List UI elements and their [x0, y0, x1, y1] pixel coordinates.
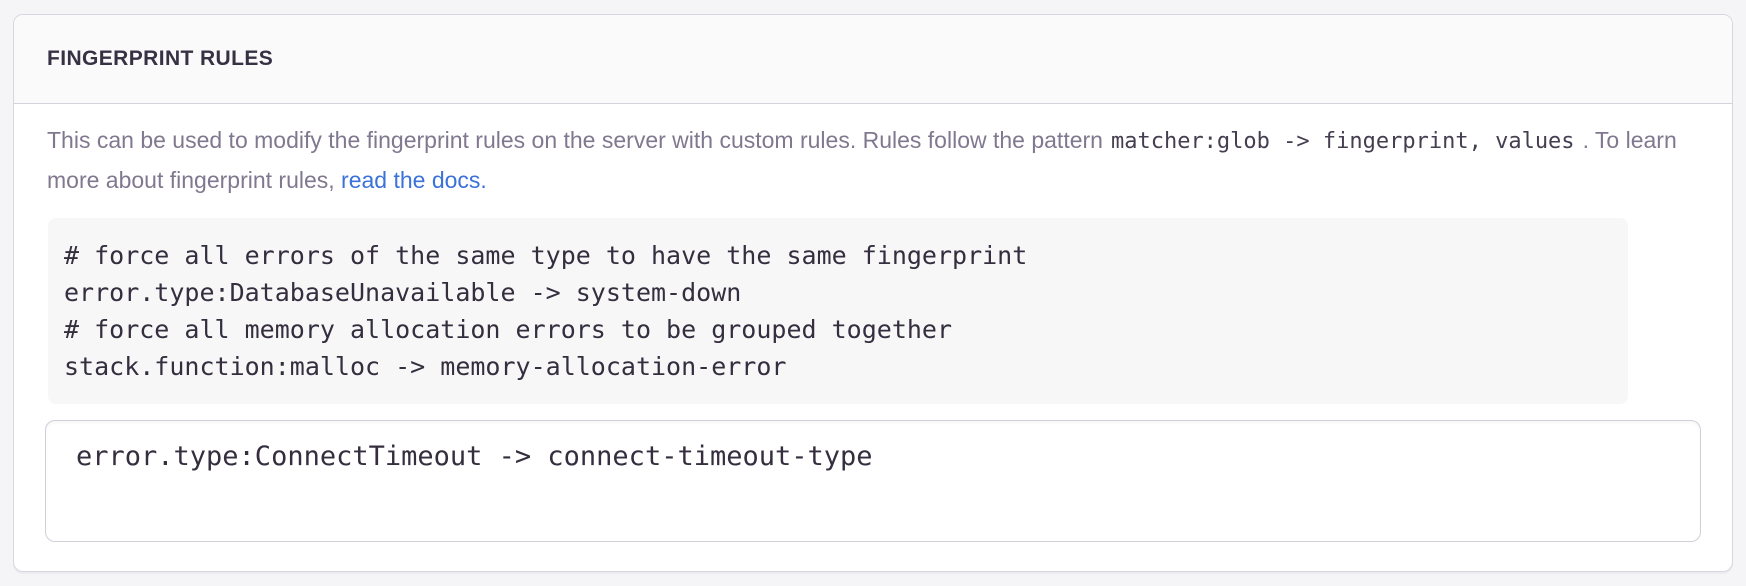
fingerprint-rules-panel: FINGERPRINT RULES This can be used to mo…	[13, 14, 1733, 572]
example-rules-code-block: # force all errors of the same type to h…	[48, 218, 1628, 404]
description-text: This can be used to modify the fingerpri…	[47, 121, 1699, 199]
pattern-inline-code: matcher:glob -> fingerprint, values	[1110, 129, 1575, 154]
read-the-docs-link[interactable]: read the docs	[341, 167, 481, 193]
panel-body: This can be used to modify the fingerpri…	[14, 104, 1732, 571]
fingerprint-rules-textarea[interactable]: error.type:ConnectTimeout -> connect-tim…	[45, 420, 1701, 542]
description-before-pattern: This can be used to modify the fingerpri…	[47, 127, 1103, 153]
panel-header: FINGERPRINT RULES	[14, 15, 1732, 104]
description-after-pattern: . To learn more about fingerprint rules,	[47, 127, 1677, 193]
panel-title: FINGERPRINT RULES	[47, 47, 274, 70]
sentence-period: .	[480, 167, 487, 193]
